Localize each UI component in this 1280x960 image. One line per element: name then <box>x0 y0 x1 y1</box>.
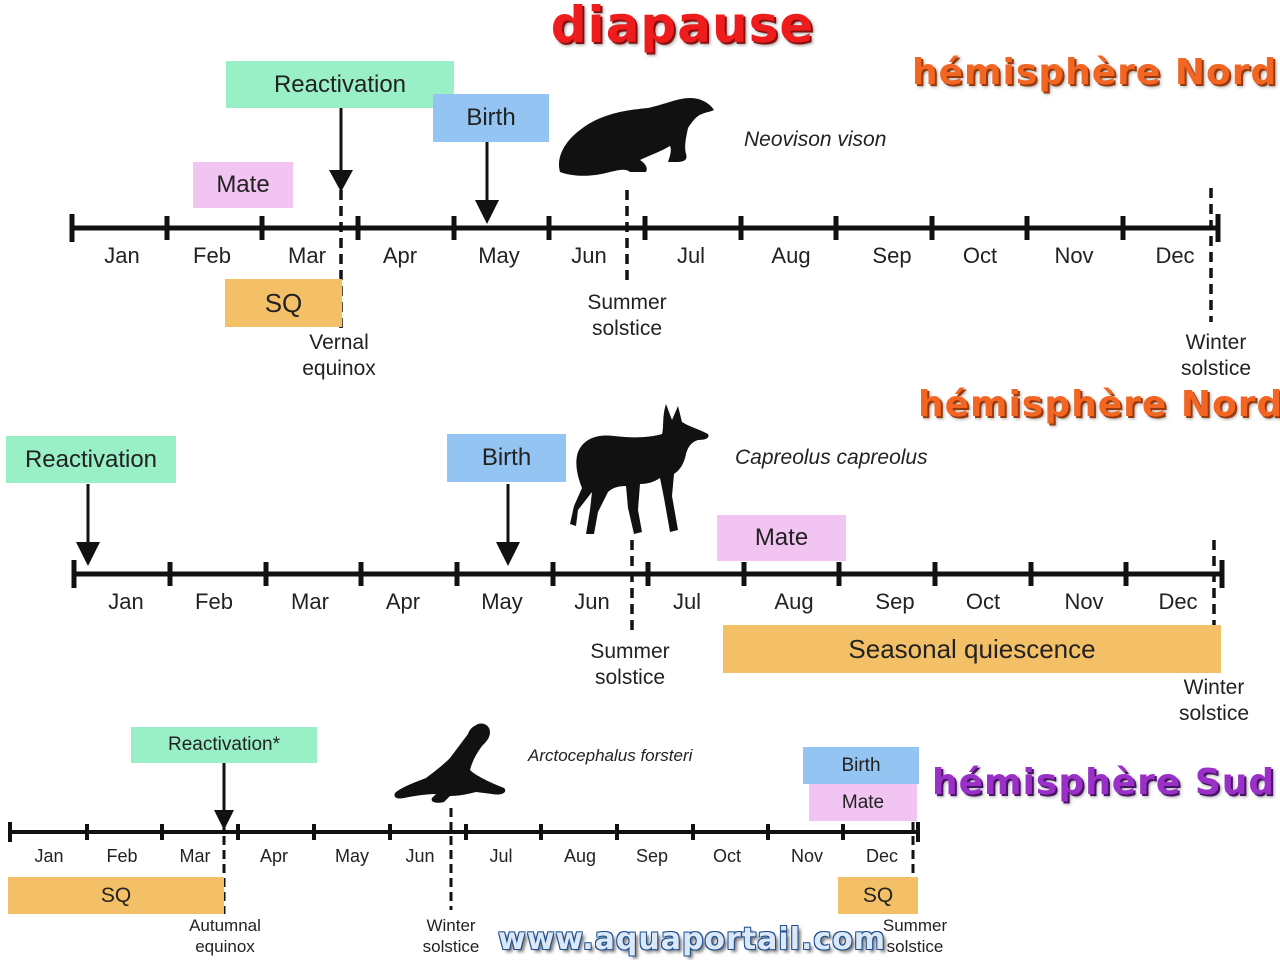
watermark-url: www.aquaportail.com <box>498 922 887 957</box>
month-label: Jun <box>571 243 607 268</box>
month-label: Jan <box>104 243 140 268</box>
month-label: Aug <box>771 243 811 268</box>
summer-solstice-label: Summer solstice <box>590 640 670 690</box>
month-label: Jan <box>108 589 144 614</box>
month-label: Mar <box>288 243 326 268</box>
winter-solstice-label: Winter solstice <box>1178 676 1250 726</box>
species-name: Neovison vison <box>744 128 887 151</box>
reactivation-box: Reactivation <box>226 61 454 108</box>
month-label: Jun <box>405 846 435 866</box>
month-label: May <box>478 243 520 268</box>
month-label: Aug <box>774 589 814 614</box>
month-label: Jul <box>489 846 513 866</box>
month-label: Jul <box>676 243 706 268</box>
month-label: Oct <box>965 589 1001 614</box>
hemisphere-label-nord-1: hémisphère Nord <box>912 52 1278 93</box>
hemisphere-label-sud: hémisphère Sud <box>932 762 1276 803</box>
month-label: Feb <box>193 243 231 268</box>
hemisphere-label-nord-2: hémisphère Nord <box>918 384 1280 425</box>
species-name: Capreolus capreolus <box>735 446 928 469</box>
month-label: Nov <box>1054 243 1094 268</box>
month-label: Feb <box>106 846 138 866</box>
reactivation-box: Reactivation* <box>131 727 317 763</box>
fur-seal-silhouette-icon <box>394 723 506 803</box>
month-label: Mar <box>291 589 329 614</box>
month-label: Sep <box>872 243 912 268</box>
month-label: Sep <box>635 846 669 866</box>
month-label: Apr <box>385 589 421 614</box>
summer-solstice-label: Summer solstice <box>587 291 667 341</box>
sq-box-right: SQ <box>838 877 918 914</box>
month-label: Aug <box>563 846 597 866</box>
birth-box: Birth <box>447 434 566 482</box>
month-label: Dec <box>865 846 898 866</box>
month-label: Nov <box>790 846 823 866</box>
seasonal-quiescence-box: Seasonal quiescence <box>723 625 1221 673</box>
month-label: Feb <box>195 589 233 614</box>
mate-box: Mate <box>809 784 917 821</box>
sq-box-left: SQ <box>8 877 224 914</box>
mink-silhouette-icon <box>558 98 714 176</box>
birth-box: Birth <box>433 94 549 142</box>
winter-solstice-label: Winter solstice <box>422 916 480 957</box>
birth-box: Birth <box>803 747 919 784</box>
sq-box: SQ <box>225 279 342 327</box>
month-label: Apr <box>259 846 288 866</box>
reactivation-box: Reactivation <box>6 436 176 483</box>
month-label: Dec <box>1155 243 1195 268</box>
month-label: Apr <box>382 243 418 268</box>
month-label: Oct <box>712 846 741 866</box>
month-label: Jul <box>672 589 702 614</box>
month-label: Nov <box>1064 589 1104 614</box>
vernal-equinox-label: Vernal equinox <box>302 331 376 381</box>
month-label: Dec <box>1158 589 1198 614</box>
species-name: Arctocephalus forsteri <box>528 746 693 765</box>
diagram-title: diapause <box>550 0 815 54</box>
mate-box: Mate <box>717 515 846 561</box>
month-label: May <box>481 589 523 614</box>
month-label: Jan <box>34 846 64 866</box>
summer-solstice-label: Summer solstice <box>882 916 948 957</box>
month-label: Sep <box>875 589 915 614</box>
month-label: Oct <box>962 243 998 268</box>
autumnal-equinox-label: Autumnal equinox <box>189 916 261 957</box>
month-label: Mar <box>179 846 211 866</box>
month-label: May <box>334 846 369 866</box>
deer-silhouette-icon <box>570 404 709 534</box>
month-label: Jun <box>574 589 610 614</box>
mate-box: Mate <box>193 162 293 208</box>
winter-solstice-label: Winter solstice <box>1180 331 1252 381</box>
